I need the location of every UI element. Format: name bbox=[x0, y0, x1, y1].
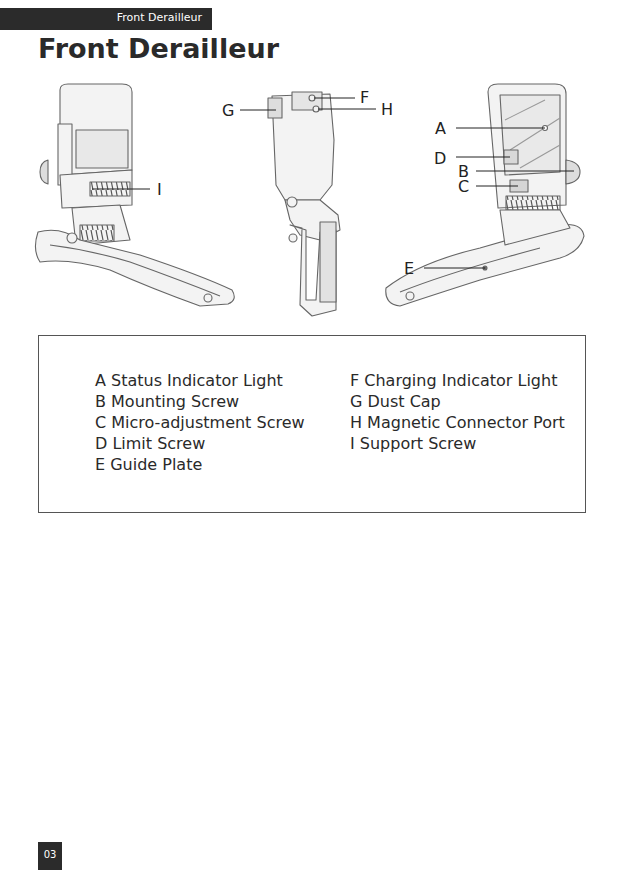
header-band: Front Derailleur bbox=[0, 8, 212, 30]
section-tab: Front Derailleur bbox=[117, 11, 202, 24]
page-title: Front Derailleur bbox=[38, 33, 279, 64]
callout-letter: G bbox=[222, 101, 234, 120]
callout-letter: H bbox=[381, 100, 393, 119]
callout-letter: I bbox=[157, 180, 162, 199]
part-name: E Guide Plate bbox=[95, 455, 202, 474]
callout-letter: C bbox=[458, 177, 469, 196]
part-name: I Support Screw bbox=[350, 434, 476, 453]
part-name: F Charging Indicator Light bbox=[350, 371, 557, 390]
part-name: D Limit Screw bbox=[95, 434, 205, 453]
page-number-box: 03 bbox=[38, 842, 62, 870]
callout-letter: F bbox=[360, 88, 369, 107]
part-name: C Micro-adjustment Screw bbox=[95, 413, 305, 432]
page-number: 03 bbox=[38, 849, 62, 860]
callout-letter: A bbox=[435, 119, 446, 138]
callout-letter: D bbox=[434, 149, 446, 168]
legend-box: A Status Indicator Light B Mounting Screw… bbox=[38, 335, 586, 513]
callout-letter: E bbox=[404, 259, 414, 278]
part-name: A Status Indicator Light bbox=[95, 371, 283, 390]
part-name: B Mounting Screw bbox=[95, 392, 239, 411]
part-name: G Dust Cap bbox=[350, 392, 441, 411]
part-name: H Magnetic Connector Port bbox=[350, 413, 565, 432]
